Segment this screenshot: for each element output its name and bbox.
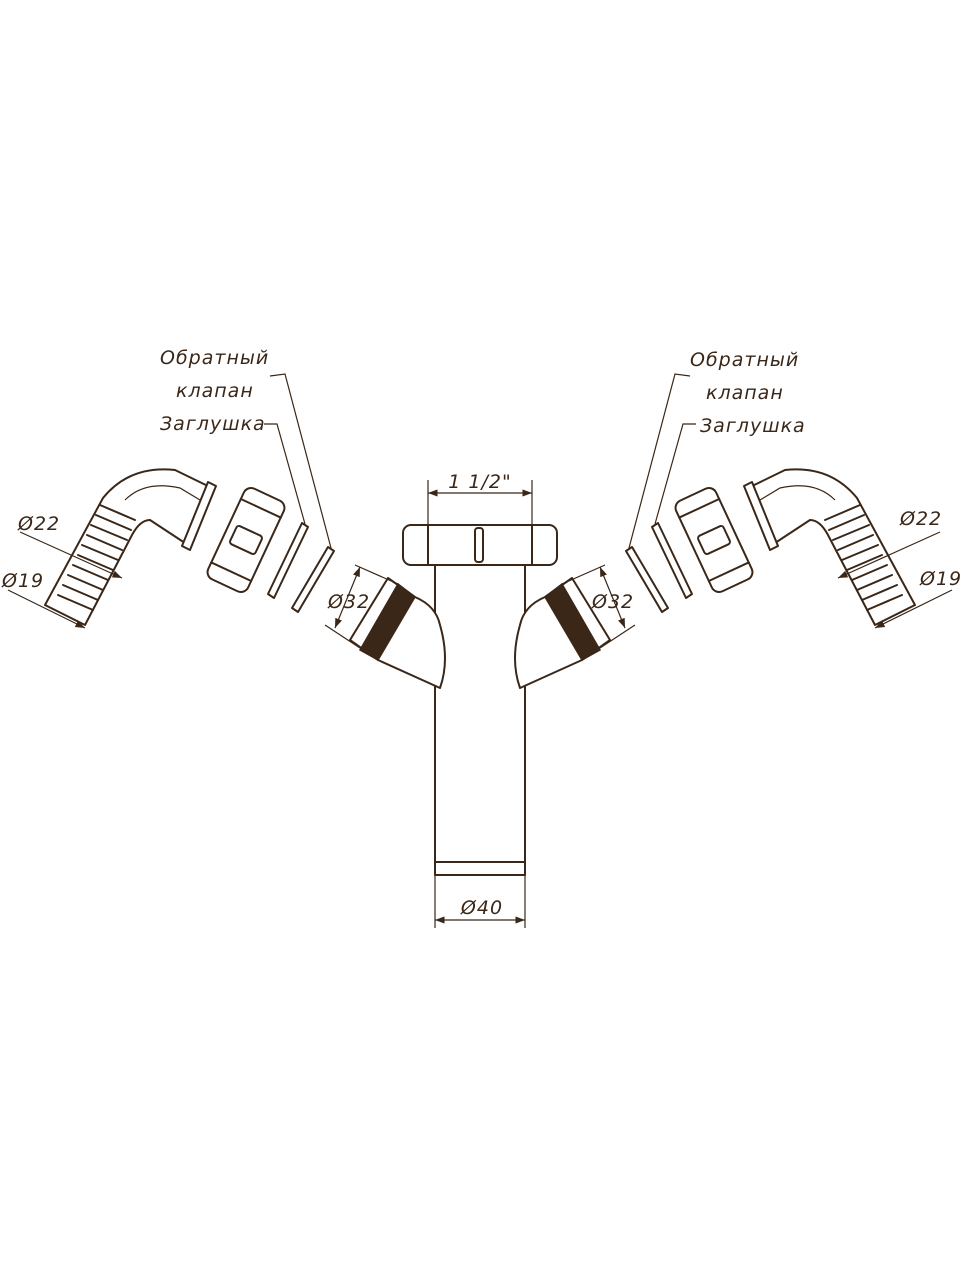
outlet-diameter-label: Ø40 — [460, 897, 503, 919]
left-hose-inner-diameter-label: Ø19 — [1, 570, 44, 592]
right-check-valve-label-2: клапан — [706, 382, 784, 404]
right-plug-label: Заглушка — [700, 415, 806, 437]
left-plug-label: Заглушка — [160, 413, 266, 435]
left-check-valve-label-2: клапан — [176, 380, 254, 402]
right-hose-outer-diameter-label: Ø22 — [899, 508, 942, 530]
left-branch-diameter-label: Ø32 — [327, 591, 370, 613]
right-branch-diameter-label: Ø32 — [591, 591, 634, 613]
left-check-valve-label-1: Обратный — [160, 347, 269, 369]
right-hose-inner-diameter-label: Ø19 — [919, 568, 960, 590]
main-pipe — [402, 524, 558, 876]
left-hose-outer-diameter-label: Ø22 — [17, 513, 60, 535]
main-nut — [402, 524, 558, 566]
thread-size-label: 1 1/2" — [448, 471, 511, 493]
right-check-valve-label-1: Обратный — [690, 349, 799, 371]
